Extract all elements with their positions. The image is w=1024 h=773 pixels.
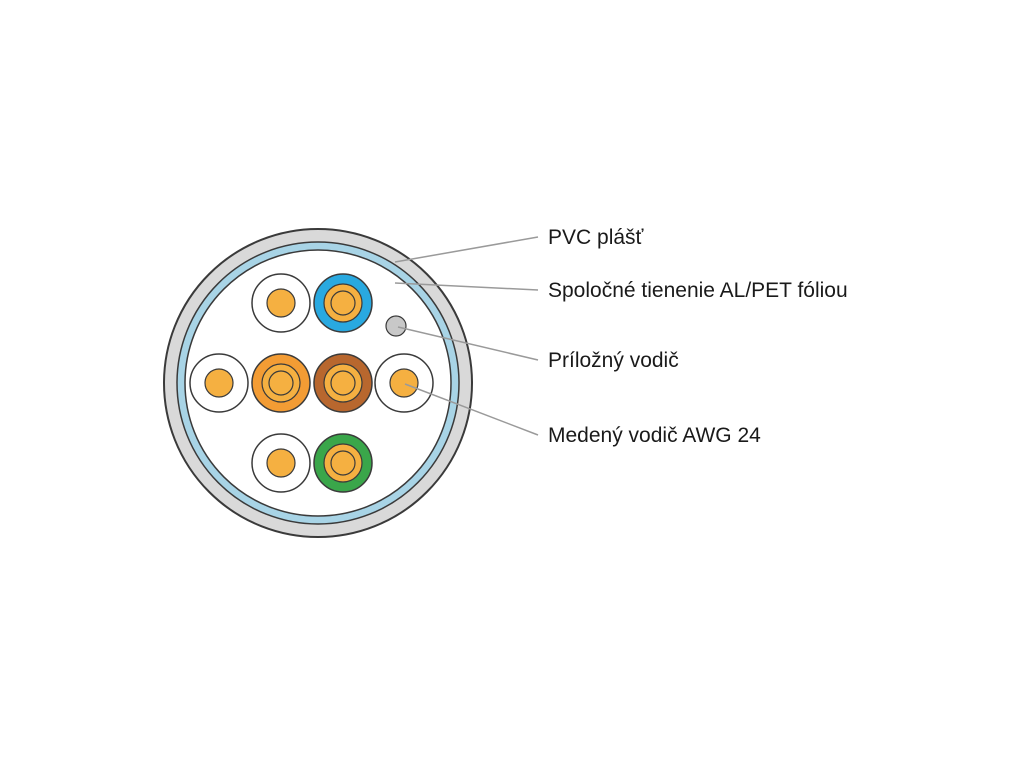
drain-wire: [385, 315, 407, 337]
conductor-white-green: [251, 433, 311, 493]
conductor-blue: [313, 273, 373, 333]
conductor-white-brown: [374, 353, 434, 413]
leader-line-copper: [404, 383, 539, 436]
leader-line-jacket: [394, 236, 539, 263]
label-drain-wire: Príložný vodič: [548, 349, 679, 372]
conductor-orange: [251, 353, 311, 413]
label-copper-conductor: Medený vodič AWG 24: [548, 424, 761, 447]
conductor-green: [313, 433, 373, 493]
conductor-white-orange: [189, 353, 249, 413]
conductor-brown: [313, 353, 373, 413]
conductor-white-blue: [251, 273, 311, 333]
leader-line-drain: [397, 326, 539, 361]
label-shield-foil: Spoločné tienenie AL/PET fóliou: [548, 279, 848, 302]
label-pvc-jacket: PVC plášť: [548, 226, 644, 249]
leader-line-shield: [394, 282, 539, 291]
